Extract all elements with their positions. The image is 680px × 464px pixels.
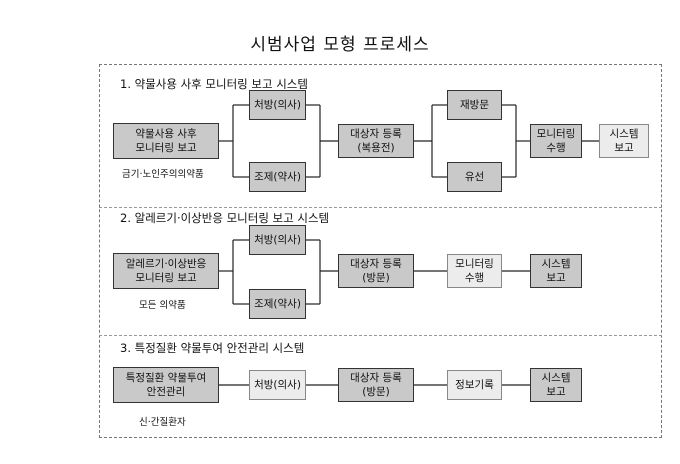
s2-register-line2: (방문) [362,272,390,284]
s2-note: 모든 의약품 [139,300,186,311]
s1-prescribe-label: 처방(의사) [254,99,301,111]
process-frame [99,64,662,438]
s3-report-box: 시스템 보고 [530,368,582,402]
s3-start-line1: 특정질환 약물투여 [125,372,207,384]
s3-register-line1: 대상자 등록 [350,372,402,384]
s1-dispense-box: 조제(약사) [249,162,306,192]
s2-report-line2: 보고 [546,272,566,284]
s1-phone-label: 유선 [464,171,485,183]
section-2-heading: 2. 알레르기·이상반응 모니터링 보고 시스템 [120,211,330,225]
s1-monitor-line1: 모니터링 [536,128,576,140]
s2-monitor-line1: 모니터링 [455,258,494,270]
s2-start-line1: 알레르기·이상반응 [125,258,207,270]
s1-note: 금기·노인주의의약품 [122,169,204,180]
s2-monitor-box: 모니터링 수행 [447,254,502,288]
section-divider-1 [99,207,662,208]
s2-report-box: 시스템 보고 [530,254,582,288]
s2-start-box: 알레르기·이상반응 모니터링 보고 [113,253,219,289]
s1-report-line1: 시스템 [609,128,639,140]
s1-register-line1: 대상자 등록 [350,128,402,140]
s1-revisit-label: 재방문 [460,99,489,111]
section-1-heading: 1. 약물사용 사후 모니터링 보고 시스템 [120,77,308,91]
s3-start-box: 특정질환 약물투여 안전관리 [113,367,219,403]
s2-prescribe-box: 처방(의사) [249,225,306,255]
s2-prescribe-label: 처방(의사) [254,234,301,246]
s1-report-line2: 보고 [614,142,634,154]
s2-register-line1: 대상자 등록 [350,258,402,270]
s2-report-line1: 시스템 [541,258,571,270]
section-3-heading: 3. 특정질환 약물투여 안전관리 시스템 [120,341,305,355]
s1-phone-box: 유선 [447,162,502,192]
s1-start-box: 약물사용 사후 모니터링 보고 [113,123,219,159]
s1-report-box: 시스템 보고 [599,124,649,158]
s1-monitor-box: 모니터링 수행 [530,124,582,158]
s1-prescribe-box: 처방(의사) [249,90,306,120]
s3-register-line2: (방문) [362,386,390,398]
s3-report-line2: 보고 [546,386,566,398]
s2-dispense-label: 조제(약사) [254,298,301,310]
s3-report-line1: 시스템 [541,372,571,384]
s3-prescribe-label: 처방(의사) [254,379,301,391]
s3-record-box: 정보기록 [447,370,502,400]
page-title: 시범사업 모형 프로세스 [250,35,430,55]
s1-register-box: 대상자 등록 (복용전) [338,124,414,158]
s3-note: 신·간질환자 [139,417,186,428]
s2-monitor-line2: 수행 [464,272,485,284]
section-divider-2 [99,335,662,336]
s3-register-box: 대상자 등록 (방문) [338,368,414,402]
s1-dispense-label: 조제(약사) [254,171,301,183]
s3-prescribe-box: 처방(의사) [249,370,306,400]
s1-start-line1: 약물사용 사후 [135,128,197,140]
s3-start-line2: 안전관리 [146,386,186,398]
s1-start-line2: 모니터링 보고 [135,142,197,154]
s2-dispense-box: 조제(약사) [249,289,306,319]
s1-register-line2: (복용전) [357,142,395,154]
s1-monitor-line2: 수행 [546,142,566,154]
s2-register-box: 대상자 등록 (방문) [338,254,414,288]
s3-record-label: 정보기록 [455,379,494,391]
s2-start-line2: 모니터링 보고 [135,272,197,284]
s1-revisit-box: 재방문 [447,90,502,120]
